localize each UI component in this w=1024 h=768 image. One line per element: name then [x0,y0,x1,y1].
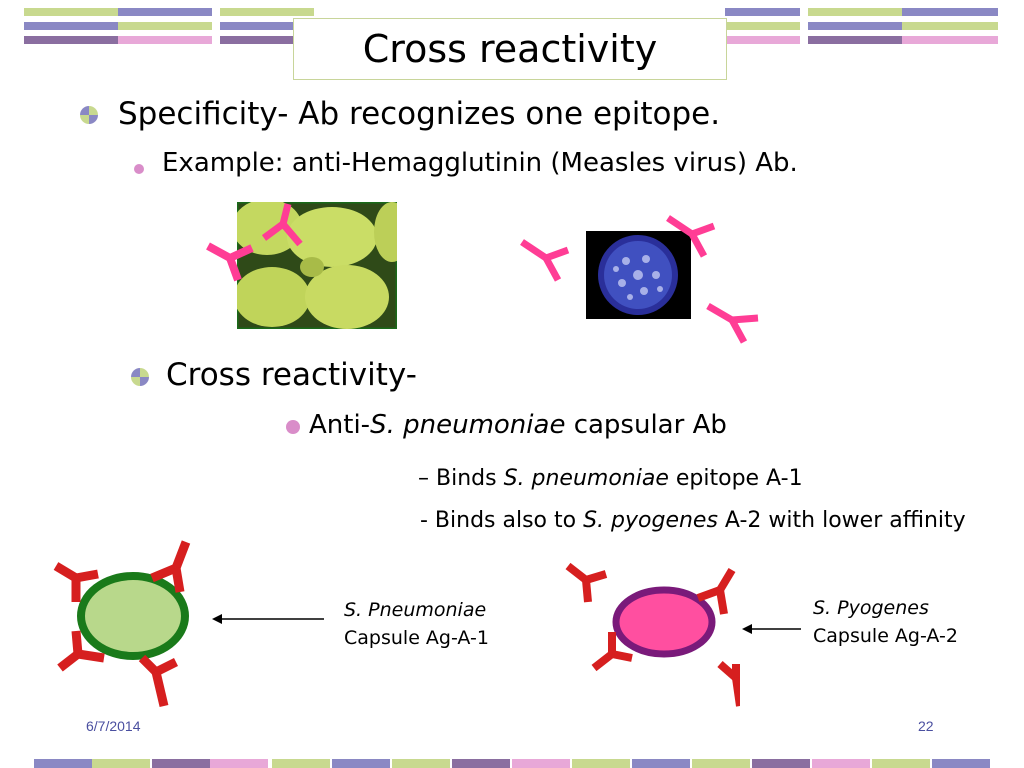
antibody-y-icon [706,302,759,344]
pink-bullet-icon [286,420,300,434]
bullet-example: Example: anti-Hemagglutinin (Measles vir… [162,148,798,178]
antibody-y-icon [206,242,254,282]
pyogenes-capsule-diagram [565,562,740,707]
quad-bullet-icon [131,368,149,386]
bullet-binds-a2: - Binds also to S. pyogenes A-2 with low… [420,508,966,533]
arrow-left-icon [742,624,801,634]
bullet-cross-reactivity: Cross reactivity- [166,357,417,393]
quad-bullet-icon [80,106,98,124]
bullet-binds-a1: – Binds S. pneumoniae epitope A-1 [418,466,803,491]
pneumoniae-caption: S. Pneumoniae Capsule Ag-A-1 [344,599,489,649]
pyogenes-caption: S. Pyogenes Capsule Ag-A-2 [813,597,958,647]
bullet-specificity: Specificity- Ab recognizes one epitope. [118,96,721,132]
antibody-y-icon [520,239,570,282]
bullet-anti-capsular: Anti-S. pneumoniae capsular Ab [309,410,727,440]
virus-particle-image [586,231,691,319]
arrow-left-icon [212,614,324,624]
antibody-y-icon [666,215,716,258]
footer-date: 6/7/2014 [86,718,141,734]
pneumoniae-capsule-diagram [53,540,191,708]
slide-title: Cross reactivity [293,18,727,80]
antibody-y-icon [261,203,303,247]
pink-bullet-icon [134,164,144,174]
footer-page-number: 22 [918,718,934,734]
